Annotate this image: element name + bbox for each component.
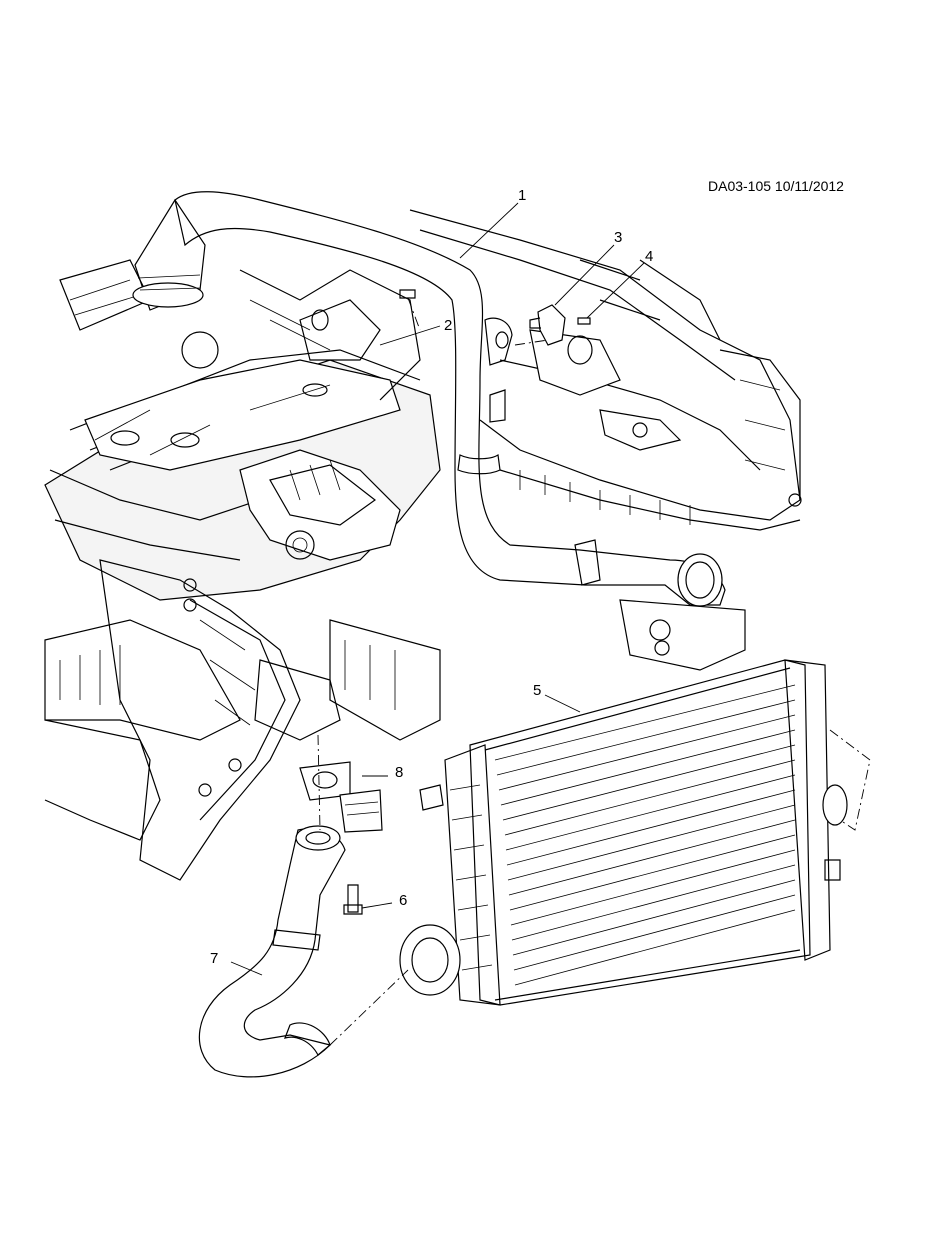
charge-air-cooler [399,659,871,1006]
engine-assembly [44,259,441,881]
callout-7: 7 [210,950,219,967]
leader-lines [230,202,645,976]
callout-8: 8 [395,764,404,781]
callout-3: 3 [614,229,623,246]
callout-1: 1 [518,187,527,204]
callout-6: 6 [399,892,408,909]
gasket-item-8 [299,761,383,833]
charge-air-hose [132,191,726,607]
pressure-sensor [514,304,566,346]
body-structure [409,209,802,671]
bolt-item-2 [399,289,421,331]
lower-charge-air-hose [198,734,409,1078]
callout-2: 2 [444,317,453,334]
document-id: DA03-105 10/11/2012 [708,178,844,194]
bolt-item-6 [343,884,363,915]
callout-5: 5 [533,682,542,699]
callout-4: 4 [645,248,654,265]
sensor-bolt [577,317,591,325]
